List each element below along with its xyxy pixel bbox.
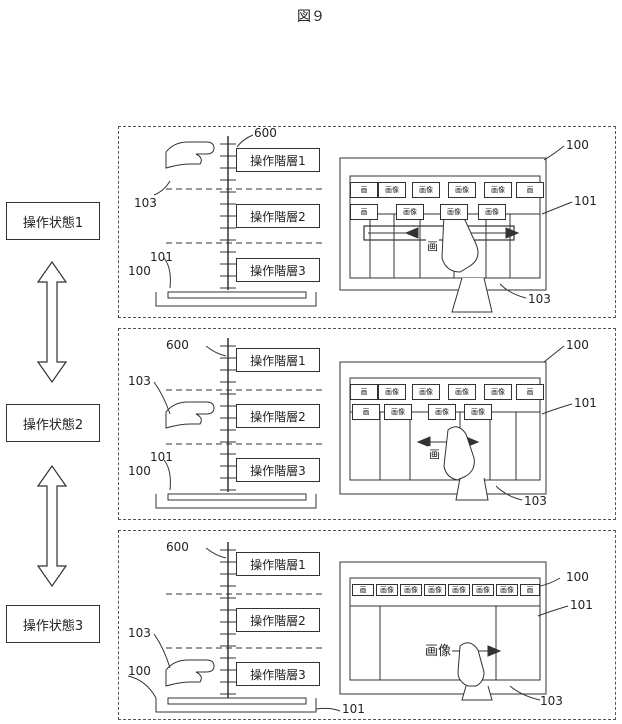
image-label-large: 画 bbox=[426, 238, 439, 254]
image-cell: 画 bbox=[350, 384, 378, 400]
image-label-large: 画 bbox=[428, 446, 441, 462]
image-cell: 画像 bbox=[378, 384, 406, 400]
ref-label-display: 100 bbox=[128, 264, 151, 278]
ref-label-scale: 600 bbox=[166, 338, 189, 352]
hand-1 bbox=[166, 142, 214, 168]
image-cell: 画 bbox=[352, 584, 374, 596]
image-cell: 画像 bbox=[448, 384, 476, 400]
ref-label-hand: 103 bbox=[128, 626, 151, 640]
ref-label-screen: 101 bbox=[570, 598, 593, 612]
image-label-large: 画像 bbox=[424, 640, 452, 659]
ref-label-screen: 101 bbox=[150, 250, 173, 264]
ref-label-display: 100 bbox=[566, 138, 589, 152]
image-cell: 画像 bbox=[464, 404, 492, 420]
image-cell: 画 bbox=[516, 182, 544, 198]
ref-label-screen: 101 bbox=[342, 702, 365, 716]
ref-label-hand: 103 bbox=[134, 196, 157, 210]
image-cell: 画像 bbox=[472, 584, 494, 596]
ref-label-hand: 103 bbox=[128, 374, 151, 388]
image-cell: 画像 bbox=[424, 584, 446, 596]
ref-label-display: 100 bbox=[128, 664, 151, 678]
ref-label-hand: 103 bbox=[528, 292, 551, 306]
image-cell: 画像 bbox=[376, 584, 398, 596]
image-cell: 画像 bbox=[484, 384, 512, 400]
image-cell: 画像 bbox=[396, 204, 424, 220]
ref-label-scale: 600 bbox=[254, 126, 277, 140]
ref-label-screen: 101 bbox=[574, 396, 597, 410]
hand-3 bbox=[166, 660, 214, 686]
image-cell: 画像 bbox=[496, 584, 518, 596]
ref-label-scale: 600 bbox=[166, 540, 189, 554]
image-cell: 画像 bbox=[440, 204, 468, 220]
image-cell: 画像 bbox=[384, 404, 412, 420]
ref-label-hand: 103 bbox=[540, 694, 563, 708]
hand-2 bbox=[166, 402, 214, 428]
ref-label-display: 100 bbox=[128, 464, 151, 478]
ref-label-screen: 101 bbox=[574, 194, 597, 208]
ref-label-display: 100 bbox=[566, 570, 589, 584]
image-cell: 画 bbox=[350, 182, 378, 198]
image-cell: 画像 bbox=[378, 182, 406, 198]
image-cell: 画像 bbox=[448, 584, 470, 596]
ref-label-display: 100 bbox=[566, 338, 589, 352]
image-cell: 画 bbox=[520, 584, 540, 596]
image-cell: 画像 bbox=[484, 182, 512, 198]
image-cell: 画像 bbox=[428, 404, 456, 420]
image-cell: 画像 bbox=[400, 584, 422, 596]
ref-label-screen: 101 bbox=[150, 450, 173, 464]
image-cell: 画像 bbox=[478, 204, 506, 220]
image-cell: 画像 bbox=[412, 182, 440, 198]
image-cell: 画 bbox=[352, 404, 380, 420]
ref-label-hand: 103 bbox=[524, 494, 547, 508]
image-cell: 画像 bbox=[412, 384, 440, 400]
image-cell: 画像 bbox=[448, 182, 476, 198]
image-cell: 画 bbox=[516, 384, 544, 400]
image-cell: 画 bbox=[350, 204, 378, 220]
